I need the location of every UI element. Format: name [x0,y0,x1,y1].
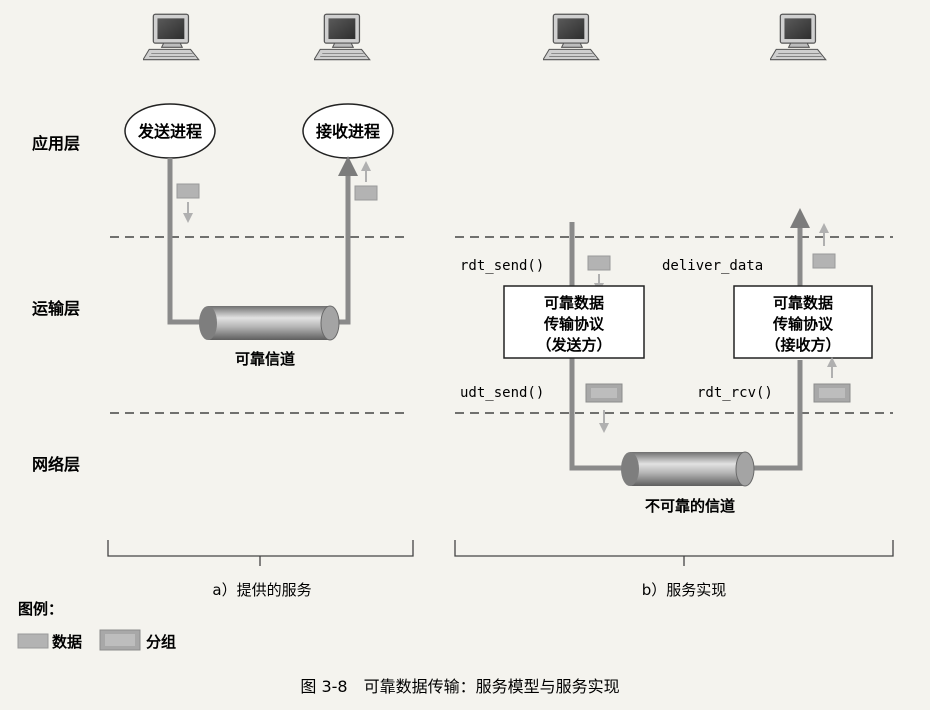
data-block [354,185,378,201]
caption-b: b）服务实现 [642,581,727,599]
layer-label-transport: 运输层 [32,299,80,318]
figure-caption: 图 3-8 可靠数据传输：服务模型与服务实现 [300,677,619,696]
flow-arrow-a-down [167,158,208,325]
layer-label-network: 网络层 [32,455,80,474]
receiver-protocol-box [733,285,873,359]
pipe-end [320,305,340,341]
computer-icon [543,13,600,61]
reliable-channel-label: 可靠信道 [235,350,295,368]
flow-arrow-b-to-channel [569,455,630,471]
data-block [176,183,200,199]
computer-icon [314,13,371,61]
data-block [812,253,836,269]
computer-icon [770,13,827,61]
computer-icon [143,13,200,61]
data-block [587,255,611,271]
sending-process-label: 发送进程 [137,122,202,141]
receiver-box-line1: 可靠数据 [773,294,833,312]
unreliable-channel-pipe [630,452,745,486]
sender-box-line2: 传输协议 [543,315,605,333]
legend-title: 图例： [18,600,63,618]
receiver-box-line2: 传输协议 [772,315,834,333]
unreliable-channel-label: 不可靠的信道 [645,497,735,515]
layer-label-application: 应用层 [32,134,80,153]
bracket-a [107,540,414,557]
legend-packet-inner [105,634,135,646]
sender-box-line3: （发送方） [536,336,611,354]
legend-data-label: 数据 [52,633,82,651]
sender-protocol-box [503,285,645,359]
packet-inner [591,388,617,398]
rdt-send-label: rdt_send() [460,258,544,274]
receiving-process-label: 接收进程 [316,122,380,141]
flow-arrow-a-up [330,156,358,325]
legend-data-swatch [17,633,49,649]
reliable-channel-pipe [208,306,330,340]
pipe-end [735,451,755,487]
flow-arrow-b-from-channel [745,360,803,471]
receiver-box-line3: （接收方） [765,336,840,354]
bracket-b [454,540,894,557]
rdt-rcv-label: rdt_rcv() [697,385,773,401]
caption-a: a）提供的服务 [212,581,311,599]
deliver-data-label: deliver_data [662,258,763,274]
pipe-end [199,306,217,340]
sender-box-line1: 可靠数据 [544,294,604,312]
packet-inner [819,388,845,398]
udt-send-label: udt_send() [460,385,544,401]
pipe-end [621,452,639,486]
legend-packet-label: 分组 [146,633,176,651]
